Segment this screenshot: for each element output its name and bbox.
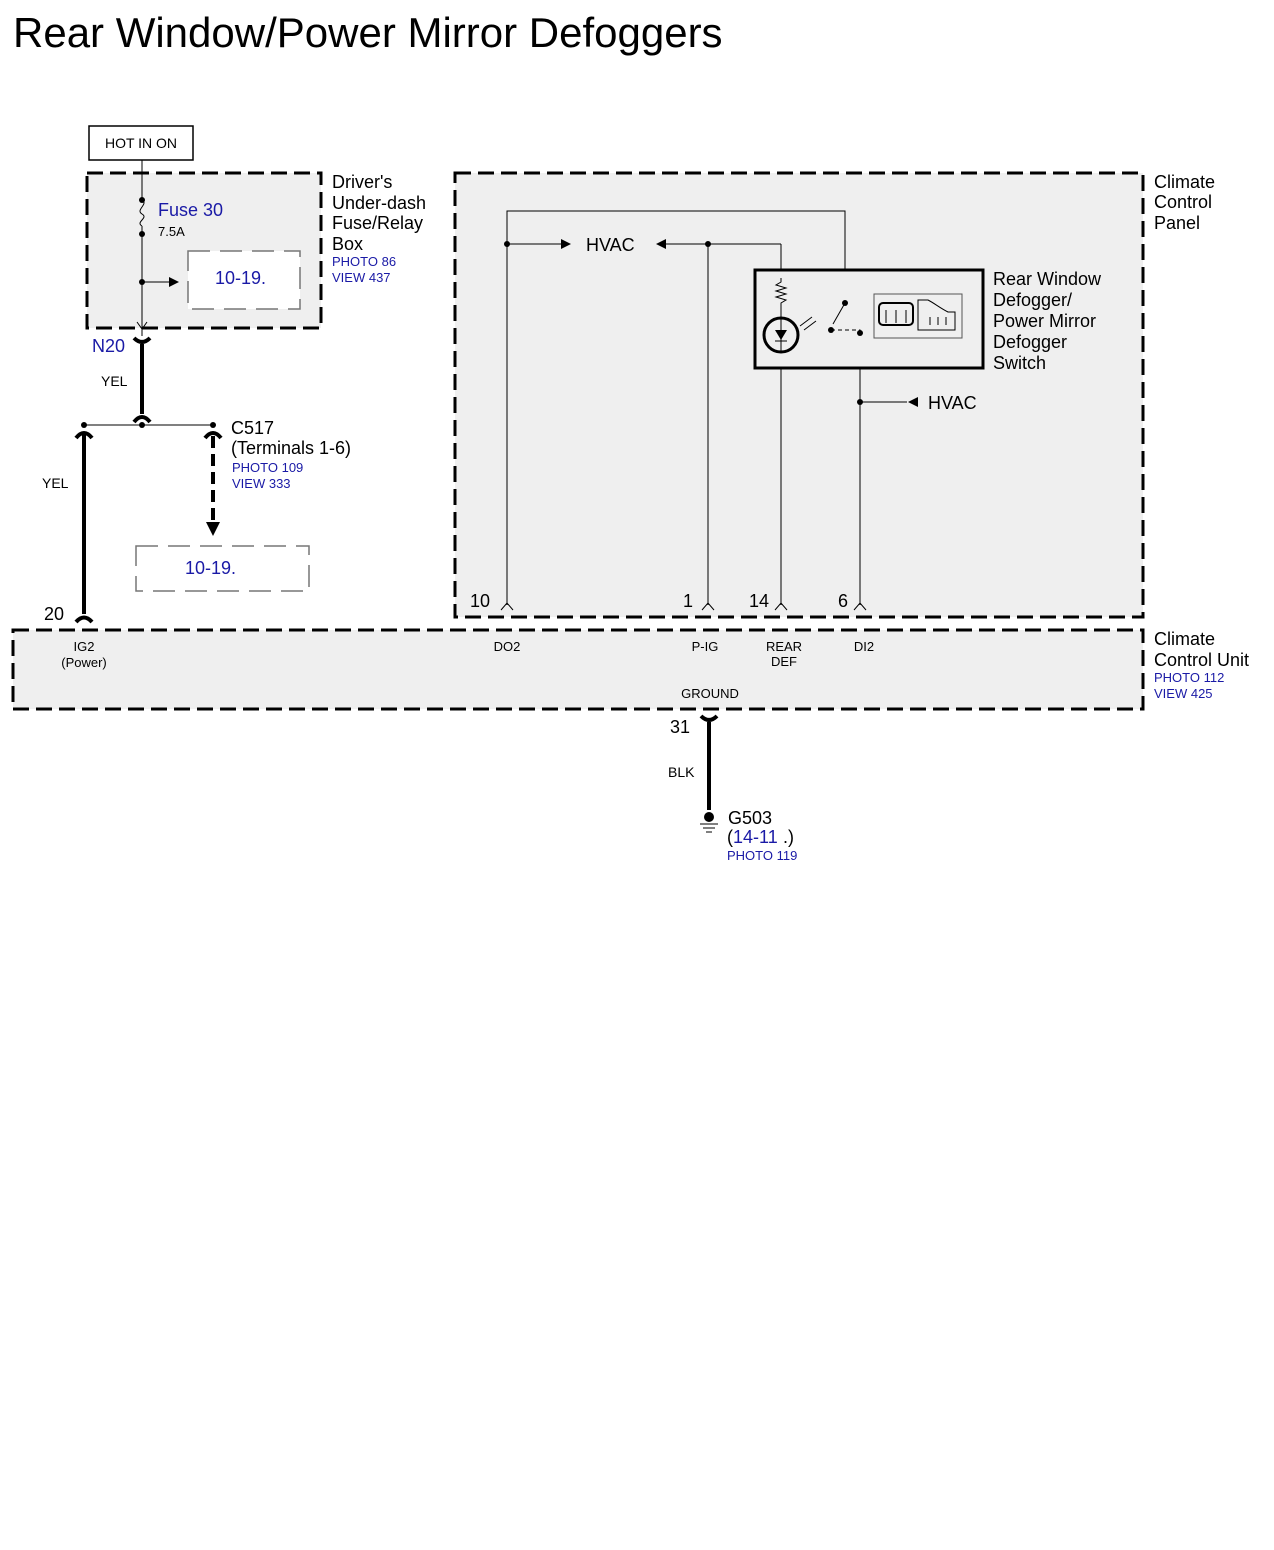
terminal-rear-def-1: REAR bbox=[766, 639, 802, 654]
unit-view-link[interactable]: VIEW 425 bbox=[1154, 686, 1213, 701]
switch-name-1: Rear Window bbox=[993, 269, 1102, 289]
c517-view-link[interactable]: VIEW 333 bbox=[232, 476, 291, 491]
hot-in-on-label: HOT IN ON bbox=[105, 135, 177, 151]
connector-terminals: (Terminals 1-6) bbox=[231, 438, 351, 458]
unit-photo-link[interactable]: PHOTO 112 bbox=[1154, 670, 1224, 685]
unit-name-2: Control Unit bbox=[1154, 650, 1249, 670]
pin-n20: N20 bbox=[92, 336, 125, 356]
switch-name-3: Power Mirror bbox=[993, 311, 1096, 331]
c517-ref-link[interactable]: 10-19. bbox=[185, 558, 236, 578]
pin-1: 1 bbox=[683, 591, 693, 611]
ground-ref-open: ( bbox=[727, 827, 733, 847]
panel-name-2: Control bbox=[1154, 192, 1212, 212]
fuse-box-name-4: Box bbox=[332, 234, 363, 254]
terminal-rear-def-2: DEF bbox=[771, 654, 797, 669]
fuse-30-link[interactable]: Fuse 30 bbox=[158, 200, 223, 220]
terminal-do2: DO2 bbox=[494, 639, 521, 654]
resistor-symbol bbox=[774, 278, 788, 318]
wire-yel-1: YEL bbox=[101, 373, 128, 389]
switch-name-2: Defogger/ bbox=[993, 290, 1072, 310]
wire-do2 bbox=[506, 210, 846, 605]
pin-31: 31 bbox=[670, 717, 690, 737]
fuse-symbol bbox=[139, 199, 145, 227]
c517-photo-link[interactable]: PHOTO 109 bbox=[232, 460, 303, 475]
climate-control-panel bbox=[453, 171, 1145, 619]
pin-10: 10 bbox=[470, 591, 490, 611]
connector-c517: C517 bbox=[231, 418, 274, 438]
page-title: Rear Window/Power Mirror Defoggers bbox=[13, 9, 723, 56]
hot-in-on-box bbox=[88, 125, 194, 161]
pin-20: 20 bbox=[44, 604, 64, 624]
fuse-box-view-link[interactable]: VIEW 437 bbox=[332, 270, 391, 285]
wire-yel-2: YEL bbox=[42, 475, 69, 491]
fuse-rating: 7.5A bbox=[158, 224, 185, 239]
c517-ref-box bbox=[135, 545, 310, 592]
light-rays-icon bbox=[799, 316, 817, 331]
fuse-box-name-1: Driver's bbox=[332, 172, 392, 192]
terminal-ig2-sub: (Power) bbox=[61, 655, 107, 670]
hvac-right-label: HVAC bbox=[928, 393, 977, 413]
unit-name-1: Climate bbox=[1154, 629, 1215, 649]
terminal-ground: GROUND bbox=[681, 686, 739, 701]
terminal-di2: DI2 bbox=[854, 639, 874, 654]
ground-ref-link[interactable]: 14-11 bbox=[733, 827, 778, 847]
fuse-box-name-3: Fuse/Relay bbox=[332, 213, 423, 233]
ground-ref-close: .) bbox=[783, 827, 794, 847]
climate-control-unit bbox=[11, 628, 1145, 711]
pin-6: 6 bbox=[838, 591, 848, 611]
fuse-ref-box bbox=[187, 250, 301, 310]
terminal-ig2: IG2 bbox=[74, 639, 95, 654]
pin-14: 14 bbox=[749, 591, 769, 611]
switch-name-4: Defogger bbox=[993, 332, 1067, 352]
fuse-box-name-2: Under-dash bbox=[332, 193, 426, 213]
terminal-pig: P-IG bbox=[692, 639, 719, 654]
hvac-left-label: HVAC bbox=[586, 235, 635, 255]
fuse-box-photo-link[interactable]: PHOTO 86 bbox=[332, 254, 396, 269]
ground-photo-link[interactable]: PHOTO 119 bbox=[727, 848, 797, 863]
panel-name-3: Panel bbox=[1154, 213, 1200, 233]
switch-name-5: Switch bbox=[993, 353, 1046, 373]
ground-g503: G503 bbox=[728, 808, 772, 828]
panel-name-1: Climate bbox=[1154, 172, 1215, 192]
wire-blk: BLK bbox=[668, 764, 695, 780]
fuse-ref-link[interactable]: 10-19. bbox=[215, 268, 266, 288]
